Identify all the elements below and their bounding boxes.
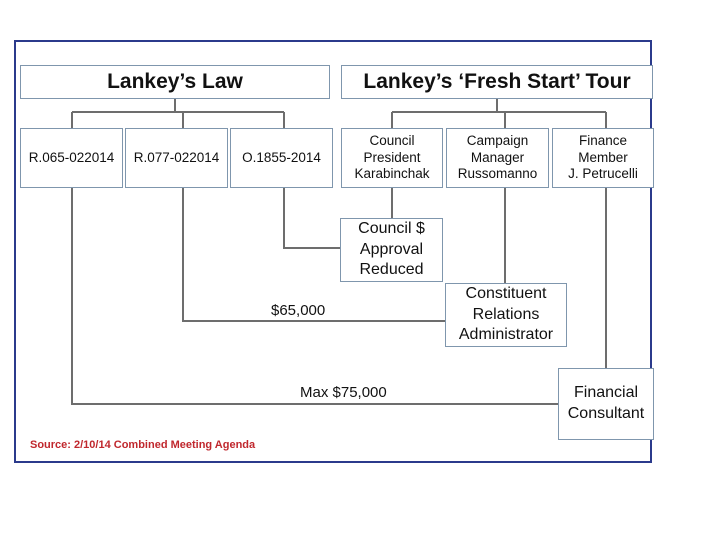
connector-o1855-council — [283, 188, 340, 249]
outcome-line: Administrator — [458, 326, 554, 344]
outcome-council-approval: Council $ Approval Reduced — [340, 218, 443, 282]
person-finance-member: Finance Member J. Petrucelli — [552, 128, 654, 188]
person-line: J. Petrucelli — [568, 166, 638, 182]
person-council-president: Council President Karabinchak — [341, 128, 443, 188]
amount-constituent-label: $65,000 — [271, 302, 326, 319]
ordinance-o1855: O.1855-2014 — [230, 128, 333, 188]
person-line: Campaign — [466, 132, 529, 148]
person-line: Council — [369, 132, 415, 148]
source-note: Source: 2/10/14 Combined Meeting Agenda — [30, 439, 256, 451]
resolution-r065: R.065-022014 — [20, 128, 123, 188]
header-lankeys-law-text: Lankey’s Law — [107, 69, 243, 93]
ordinance-o1855-text: O.1855-2014 — [242, 149, 321, 165]
outcome-line: Consultant — [567, 405, 645, 422]
person-line: Karabinchak — [354, 166, 430, 182]
resolution-r077: R.077-022014 — [125, 128, 228, 188]
person-line: Manager — [470, 149, 525, 165]
outcome-line: Reduced — [359, 261, 424, 279]
connector-law-branch — [71, 98, 285, 128]
outcome-line: Financial — [573, 384, 639, 402]
amount-financial-label: Max $75,000 — [300, 384, 387, 401]
connector-r065-financial — [71, 188, 558, 405]
header-fresh-start-tour-text: Lankey’s ‘Fresh Start’ Tour — [363, 69, 631, 93]
person-line: Member — [578, 149, 628, 165]
outcome-line: Relations — [472, 305, 540, 323]
outcome-constituent-relations: Constituent Relations Administrator — [445, 283, 567, 347]
connector-r077-constituent — [182, 188, 445, 322]
outcome-financial-consultant: Financial Consultant — [558, 368, 654, 440]
person-line: Finance — [578, 132, 628, 148]
header-fresh-start-tour: Lankey’s ‘Fresh Start’ Tour — [341, 65, 653, 99]
connector-tour-branch — [391, 98, 607, 128]
diagram-frame — [14, 40, 652, 463]
outcome-line: Council $ — [358, 219, 425, 237]
person-line: Russomanno — [457, 166, 538, 182]
resolution-r077-text: R.077-022014 — [133, 149, 220, 165]
outcome-line: Approval — [359, 240, 424, 258]
resolution-r065-text: R.065-022014 — [28, 149, 115, 165]
outcome-line: Constituent — [465, 284, 547, 302]
person-line: President — [363, 149, 421, 165]
header-lankeys-law: Lankey’s Law — [20, 65, 330, 99]
person-campaign-manager: Campaign Manager Russomanno — [446, 128, 549, 188]
